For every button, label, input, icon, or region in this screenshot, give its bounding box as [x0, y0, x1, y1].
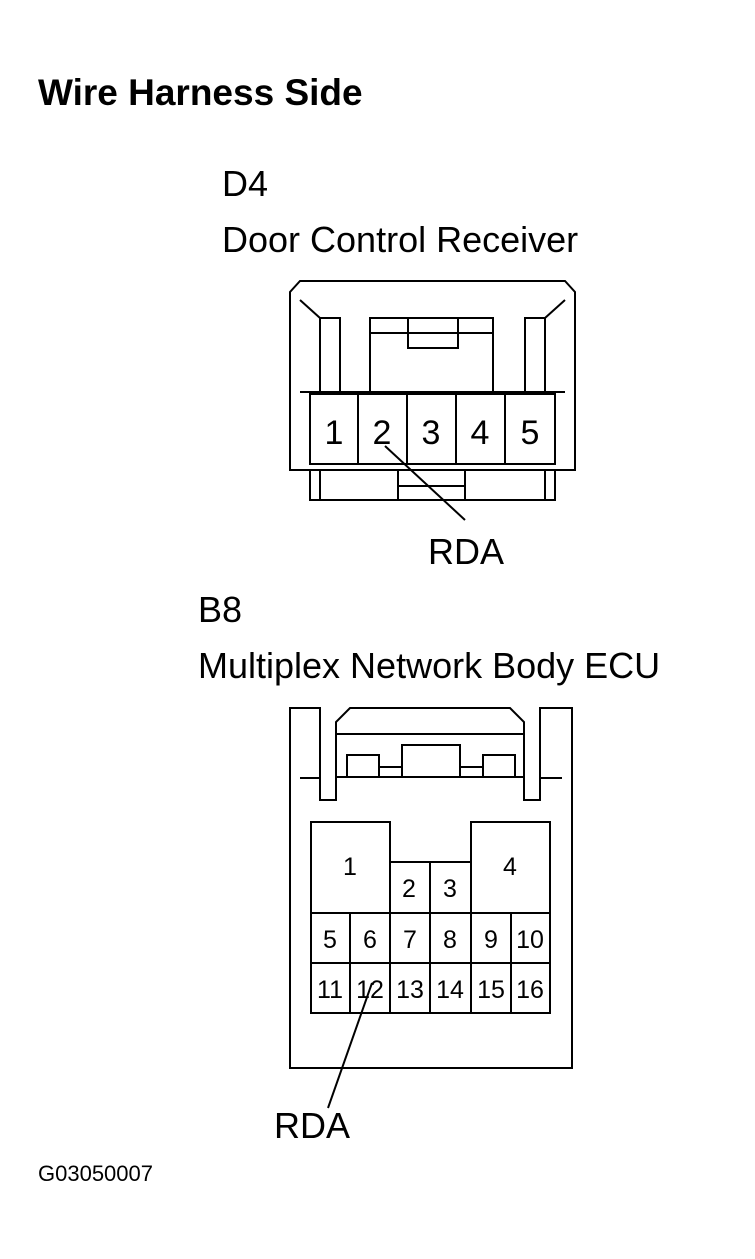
b8-pin-label: 6 — [363, 926, 377, 954]
b8-wire-label: RDA — [274, 1105, 351, 1146]
d4-pin-label: 4 — [471, 414, 490, 452]
b8-pin-label: 2 — [402, 875, 416, 903]
b8-pin-label: 14 — [436, 976, 464, 1004]
b8-pin-label: 12 — [356, 976, 384, 1004]
b8-pin-label: 1 — [343, 853, 357, 881]
connector-d4-code: D4 — [222, 163, 269, 204]
diagram-heading: Wire Harness Side — [38, 72, 363, 113]
figure-id: G03050007 — [38, 1161, 153, 1186]
b8-pin-label: 10 — [516, 926, 544, 954]
b8-pin-label: 11 — [317, 976, 343, 1004]
d4-pin-label: 3 — [422, 414, 441, 452]
b8-pin-label: 15 — [477, 976, 505, 1004]
b8-pin-label: 4 — [503, 853, 517, 881]
d4-rda-leader-line — [384, 445, 466, 521]
b8-connector-body — [289, 707, 573, 1069]
connector-b8-name: Multiplex Network Body ECU — [198, 645, 661, 686]
b8-pin-label: 3 — [443, 875, 457, 903]
d4-pin-label: 5 — [521, 414, 540, 452]
b8-pin-label: 16 — [516, 976, 544, 1004]
connector-d4-name: Door Control Receiver — [222, 219, 579, 260]
b8-pin-label: 8 — [443, 926, 457, 954]
d4-wire-label: RDA — [428, 531, 505, 572]
b8-rda-leader-line — [327, 982, 373, 1109]
b8-pin-label: 13 — [396, 976, 424, 1004]
b8-pin-label: 9 — [484, 926, 498, 954]
b8-pin-label: 5 — [323, 926, 337, 954]
b8-pin-label: 7 — [403, 926, 417, 954]
connector-b8-code: B8 — [198, 589, 243, 630]
d4-connector-body — [289, 280, 576, 501]
d4-pin-label: 1 — [325, 414, 344, 452]
b8-pin-grid — [310, 821, 551, 1014]
d4-pin-grid — [309, 393, 556, 465]
d4-pin-label: 2 — [373, 414, 392, 452]
